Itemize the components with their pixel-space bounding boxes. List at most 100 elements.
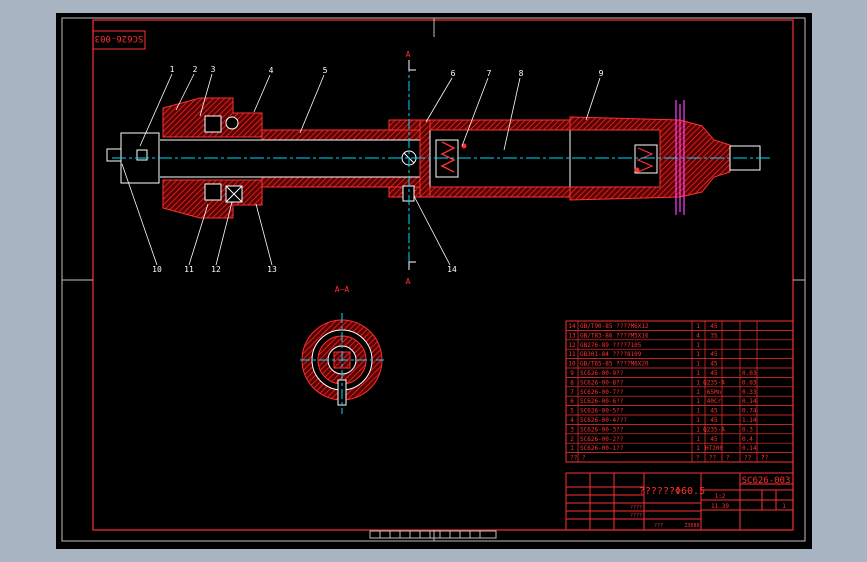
title-block-sheets: 1 <box>782 503 786 510</box>
bom-material: 45 <box>710 323 718 330</box>
bom-qty: 1 <box>696 417 700 424</box>
bom-qty: 1 <box>696 370 700 377</box>
callout-2: 2 <box>193 65 198 74</box>
leader-lines <box>121 73 601 266</box>
title-block-scale: 1:2 <box>715 493 726 500</box>
bom-material: 35 <box>710 332 718 339</box>
bom-material: 45 <box>710 351 718 358</box>
title-block-cell-b: ???? <box>630 513 642 519</box>
bom-qty: 1 <box>696 408 700 415</box>
callout-13: 13 <box>267 265 277 274</box>
bom-name: SC626-00-5?? <box>580 408 624 415</box>
bom-no: 11 <box>568 351 576 358</box>
bom-no: 10 <box>568 361 576 368</box>
bom-qty: 1 <box>696 426 700 433</box>
assembly-main-view <box>106 60 770 270</box>
title-block-drawing-no: SC626-003 <box>742 476 791 486</box>
bom-name: SC626-00-2?? <box>580 436 624 443</box>
bom-qty: 1 <box>696 379 700 386</box>
title-block-cell-a: ???? <box>630 505 642 511</box>
bom-name: SC626-00-9?? <box>580 370 624 377</box>
bom-material: 65Mn <box>707 389 722 396</box>
bom-header-cell: ? <box>696 455 700 462</box>
title-block-weight: 11.39 <box>711 503 729 510</box>
bom-material: 45 <box>710 370 718 377</box>
bom-no: 6 <box>570 398 574 405</box>
section-label: A—A <box>335 285 350 294</box>
drawing-number-stamp: SC626-003 <box>95 33 144 43</box>
bom-name: SC626-00-7?? <box>580 389 624 396</box>
callout-10: 10 <box>152 265 162 274</box>
drawing-viewport[interactable] <box>56 13 812 549</box>
callout-4: 4 <box>269 66 274 75</box>
callout-8: 8 <box>519 69 524 78</box>
sheet-inner-border <box>92 19 794 531</box>
bom-qty: 1 <box>696 351 700 358</box>
bom-material: 45 <box>710 408 718 415</box>
title-block <box>565 472 794 531</box>
title-block-cell-c: ??? <box>654 523 663 529</box>
bom-qty: 1 <box>696 323 700 330</box>
callout-11: 11 <box>184 265 194 274</box>
bom-header-cell: ?? <box>744 455 752 462</box>
drawing-number-stamp-box <box>92 30 146 50</box>
bom-weight: 0.74 <box>742 408 757 415</box>
bom-material: 45 <box>710 361 718 368</box>
bom-header-cell: ?? <box>709 455 717 462</box>
bom-material: 45 <box>710 417 718 424</box>
bom-no: 5 <box>570 408 574 415</box>
bom-name: SC626-00-6?? <box>580 398 624 405</box>
bom-qty: 1 <box>696 445 700 452</box>
callout-5: 5 <box>323 66 328 75</box>
bom-weight: 0.03 <box>742 370 757 377</box>
bom-header-cell: ?? <box>570 455 578 462</box>
bom-weight: 0.14 <box>742 445 757 452</box>
bom-name: SC626-00-3?? <box>580 426 624 433</box>
bom-name: GB/T90-85 ????M6X12 <box>580 323 649 330</box>
bom-no: 2 <box>570 436 574 443</box>
bom-header-cell: ?? <box>761 455 769 462</box>
bom-header-cell: ? <box>761 455 765 462</box>
bom-no: 14 <box>568 323 576 330</box>
bom-qty: 1 <box>696 436 700 443</box>
callout-14: 14 <box>447 265 457 274</box>
bom-no: 9 <box>570 370 574 377</box>
callout-numbers: 1 2 3 4 5 6 7 8 9 10 11 12 13 14 <box>152 65 603 274</box>
callout-12: 12 <box>211 265 221 274</box>
bom-no: 7 <box>570 389 574 396</box>
title-block-name: ??????Φ60.5 <box>639 486 705 497</box>
bom-name: SC626-00-8?? <box>580 379 624 386</box>
bom-name: GB/T83-86 ????M5X16 <box>580 332 649 339</box>
shaft-lower-wall <box>261 176 421 188</box>
bom-weight: 0.33 <box>742 389 757 396</box>
bom-material: 40Cr <box>707 398 722 405</box>
bom-no: 1 <box>570 445 574 452</box>
bom-material: HT200 <box>705 445 723 452</box>
bom-weight: 0.14 <box>742 398 757 405</box>
bom-no: 3 <box>570 426 574 433</box>
bom-weight: 0.03 <box>742 379 757 386</box>
bom-name: SC626-00-1?? <box>580 445 624 452</box>
bom-no: 4 <box>570 417 574 424</box>
cut-label-bottom: A <box>406 277 411 286</box>
callout-1: 1 <box>170 65 175 74</box>
section-a-a-view <box>300 313 384 414</box>
bom-weight: 0.4 <box>742 436 753 443</box>
callout-7: 7 <box>487 69 492 78</box>
bom-no: 8 <box>570 379 574 386</box>
shaft-upper-wall <box>261 129 421 141</box>
bom-material: 45 <box>710 436 718 443</box>
center-marks <box>62 18 805 541</box>
callout-3: 3 <box>211 65 216 74</box>
ball-upper <box>225 116 239 130</box>
bearing-lower <box>204 183 222 201</box>
bom-weight: 0.3 <box>742 426 753 433</box>
callout-6: 6 <box>451 69 456 78</box>
bom-qty: 4 <box>696 332 700 339</box>
cut-label-top: A <box>406 50 411 59</box>
end-nut <box>106 148 122 162</box>
bom-qty: 1 <box>696 342 700 349</box>
title-block-machine: Z3080 <box>684 523 699 529</box>
